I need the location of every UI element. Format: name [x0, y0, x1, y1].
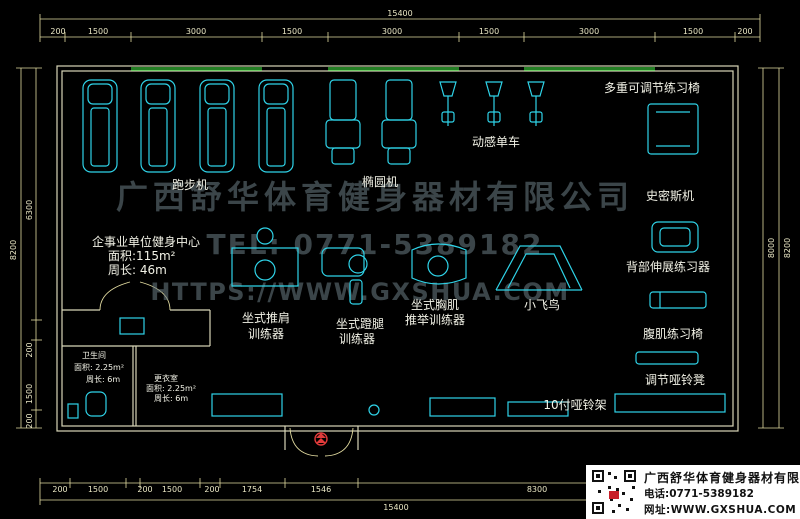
windows: [131, 67, 655, 71]
locker-area: 面积: 2.25m²: [146, 383, 196, 393]
dim-top-seg: 3000: [382, 27, 402, 36]
dim-bottom-seg: 200: [52, 485, 67, 494]
center-area: 面积:115m²: [108, 249, 176, 263]
entrance-door-icon: [314, 432, 328, 446]
label-ab-bench: 腹肌练习椅: [643, 326, 703, 341]
dim-bottom-seg: 1500: [162, 485, 182, 494]
dim-left-seg: 8200: [9, 240, 18, 260]
dim-left-seg: 1500: [25, 384, 34, 404]
locker-perimeter: 周长: 6m: [154, 393, 188, 403]
ab-bench-icon: [649, 291, 707, 309]
dim-bottom-seg: 1500: [88, 485, 108, 494]
dim-top-seg: 1500: [88, 27, 108, 36]
dim-bottom-total: 15400: [383, 503, 408, 512]
walls: [56, 65, 739, 450]
dim-bottom-seg: 8300: [527, 485, 547, 494]
fly-icon: [495, 245, 583, 291]
dim-right-seg: 8000: [767, 238, 776, 258]
logo-company-name: 广西舒华体育健身器材有限公司: [644, 471, 800, 485]
dim-top-seg: 1500: [479, 27, 499, 36]
label-leg-press: 坐式蹬腿: [336, 317, 384, 331]
dim-top-seg: 3000: [186, 27, 206, 36]
dim-right-seg: 8200: [783, 238, 792, 258]
label-shoulder-press: 坐式推肩: [242, 310, 290, 325]
dim-left-seg: 200: [25, 342, 34, 357]
bench-icon: [211, 393, 283, 417]
db-bench-icon: [635, 351, 699, 365]
label-spin-bike: 动感单车: [472, 134, 520, 149]
label-leg-press: 训练器: [339, 331, 375, 346]
label-back-extension: 背部伸展练习器: [626, 259, 710, 274]
dim-left-seg: 6300: [25, 200, 34, 220]
dim-bottom-seg: 200: [204, 485, 219, 494]
multi-bench-icon: [647, 103, 699, 155]
toilet-room: 卫生间 面积: 2.25m² 周长: 6m: [67, 350, 124, 419]
dim-top-seg: 1500: [683, 27, 703, 36]
label-multi-bench: 多重可调节练习椅: [604, 80, 700, 95]
left-dimensions: 6300 8200 200 1500 200: [9, 67, 42, 429]
company-logo-box: 广西舒华体育健身器材有限公司 电话:0771-5389182 网址:WWW.GX…: [586, 465, 800, 519]
spin-bike-icon: [439, 81, 545, 126]
dim-top-total: 15400: [387, 9, 412, 18]
label-chest-press: 坐式胸肌: [411, 297, 459, 312]
back-extension-icon: [651, 221, 699, 253]
cabinet-icon: [429, 397, 496, 417]
center-title: 企事业单位健身中心: [92, 234, 200, 249]
basketball-hoop-icon: [119, 317, 145, 335]
elliptical-icon: [325, 79, 417, 165]
leg-press-icon: [321, 247, 368, 305]
top-dimensions: 15400 200 1500 3000 1500 3000 1500 3000 …: [39, 9, 761, 42]
dim-top-seg: 200: [50, 27, 65, 36]
right-dimensions: 8000 8200: [758, 67, 792, 429]
label-db-bench: 调节哑铃凳: [645, 372, 705, 387]
locker-label: 更衣室: [154, 373, 178, 383]
watermark-company: 广西舒华体育健身器材有限公司: [116, 178, 634, 216]
door-swing: [99, 281, 354, 457]
qr-code-icon: [590, 468, 638, 516]
label-smith: 史密斯机: [646, 188, 694, 203]
label-elliptical: 椭圆机: [362, 174, 398, 189]
toilet-label: 卫生间: [82, 350, 106, 360]
shoulder-press-icon: [231, 227, 299, 287]
db-rack-icon: [507, 393, 726, 417]
watermark-tel: TEL: 0771-5389182: [207, 228, 544, 261]
dim-bottom-seg: 1754: [242, 485, 262, 494]
label-fly: 小飞鸟: [524, 297, 560, 312]
dim-left-seg: 200: [25, 413, 34, 428]
label-chest-press: 推举训练器: [405, 312, 465, 327]
watermark-web: HTTPS://WWW.GXSHUA.COM: [150, 278, 569, 306]
label-db-rack: 10付哑铃架: [543, 397, 606, 412]
dim-top-seg: 200: [737, 27, 752, 36]
label-shoulder-press: 训练器: [248, 326, 284, 341]
dim-top-seg: 3000: [579, 27, 599, 36]
chest-press-icon: [411, 243, 467, 285]
center-perimeter: 周长: 46m: [108, 263, 167, 277]
dim-bottom-seg: 1546: [311, 485, 331, 494]
treadmill-icon: [82, 79, 294, 173]
label-treadmill: 跑步机: [172, 178, 208, 192]
logo-website: 网址:WWW.GXSHUA.COM: [644, 504, 797, 516]
locker-room: 更衣室 面积: 2.25m² 周长: 6m: [146, 373, 196, 403]
dim-top-seg: 1500: [282, 27, 302, 36]
logo-telephone: 电话:0771-5389182: [644, 488, 754, 500]
stool-icon: [368, 404, 380, 416]
toilet-area: 面积: 2.25m²: [74, 362, 124, 372]
toilet-perimeter: 周长: 6m: [86, 374, 120, 384]
dim-bottom-seg: 200: [137, 485, 152, 494]
